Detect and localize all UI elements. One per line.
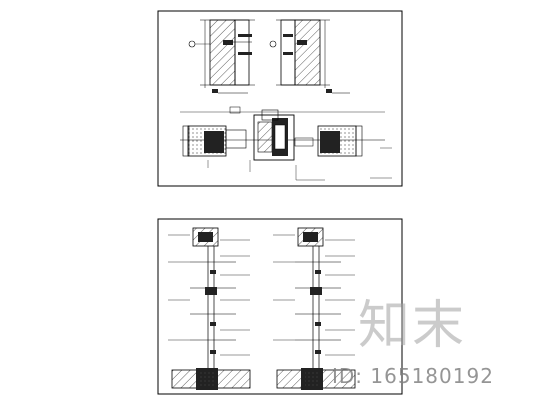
right-wall-section [273,227,356,390]
left-wall-section [168,227,251,390]
left-jamb-elevation [188,19,255,94]
watermark-id: ID: 165180192 [332,364,494,388]
sheet-bottom [157,218,403,395]
sheet-top [157,10,403,187]
right-jamb-elevation [269,19,350,94]
watermark-logo: 知末 [358,296,467,356]
door-plan-detail [180,106,392,181]
